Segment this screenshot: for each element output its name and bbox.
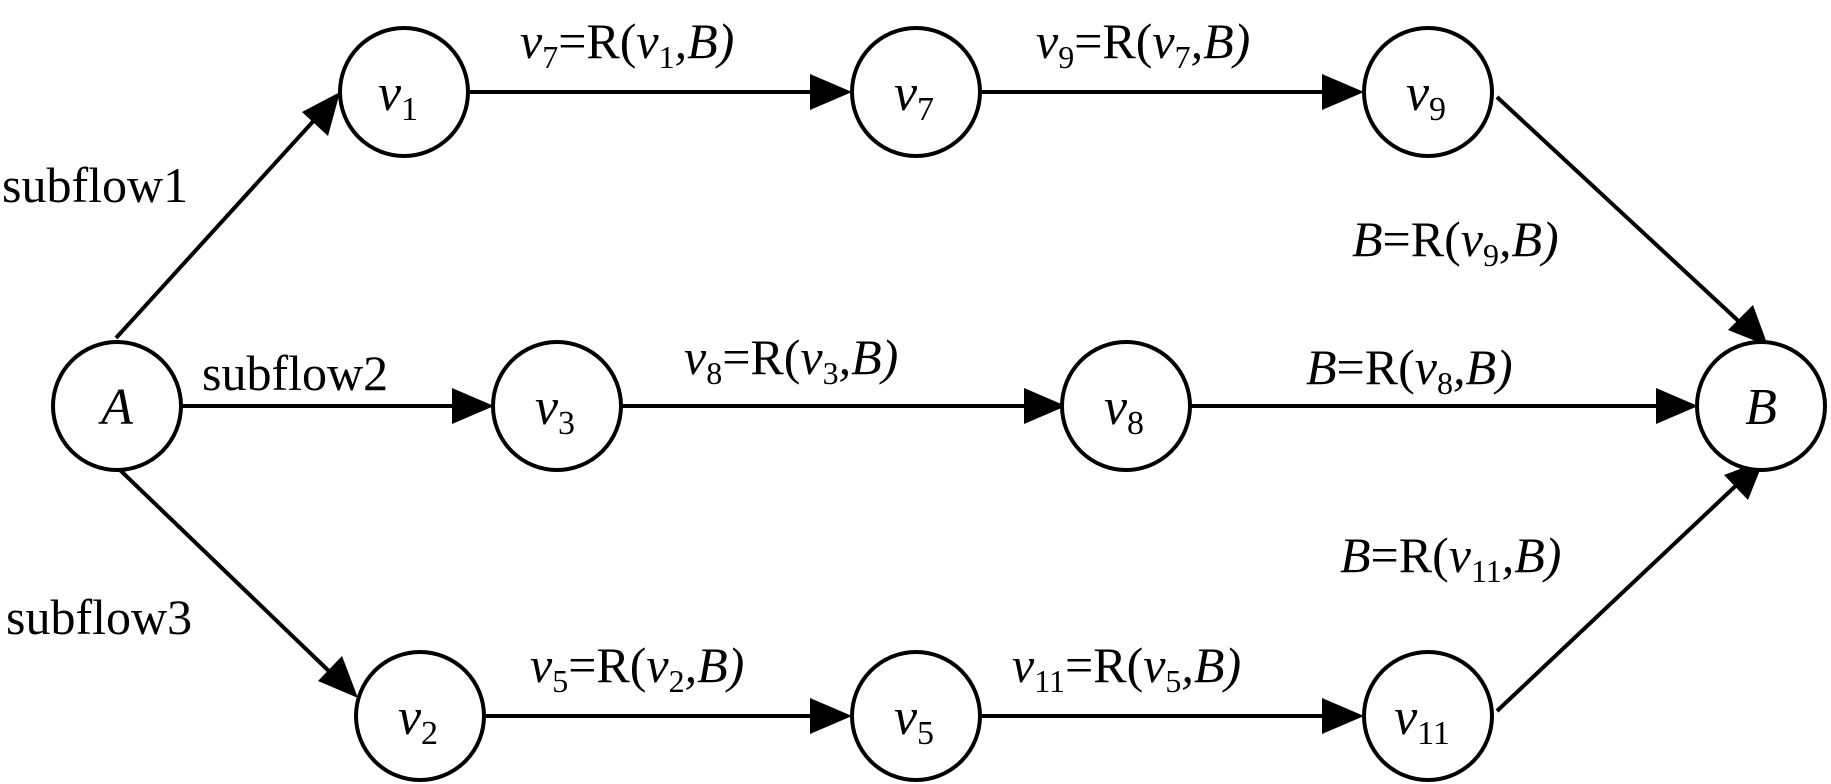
subflow1-label: subflow1 [2,157,188,213]
edge-label-v8-B: B=R(v8,B) [1306,339,1513,401]
arrowhead-A-v2 [318,656,358,698]
edge-label-v7-v9: v9=R(v7,B) [1036,13,1250,75]
edge-A-v2 [118,468,336,678]
edges [114,90,1748,718]
arrowhead-v9-B [1728,305,1768,346]
edge-label-v1-v7: v7=R(v1,B) [520,13,734,75]
node-v9-label: v9 [1406,65,1446,128]
node-v8: v8 [1060,340,1192,472]
node-A: A [51,340,183,472]
edge-label-v2-v5: v5=R(v2,B) [530,637,744,699]
nodes: A v1 v7 v9 v3 v8 B v2 [51,26,1827,782]
edge-label-v3-v8: v8=R(v3,B) [684,329,898,391]
subflow2-label: subflow2 [202,345,388,401]
node-v7-label: v7 [894,65,934,128]
node-v2: v2 [354,650,486,782]
arrowhead-A-v3 [452,388,494,424]
node-v2-label: v2 [398,689,438,752]
node-v11: v11 [1362,650,1494,782]
edge-labels: v7=R(v1,B) v9=R(v7,B) B=R(v9,B) v8=R(v3,… [520,13,1561,699]
arrowhead-v2-v5 [810,698,852,734]
arrowhead-v7-v9 [1322,74,1364,110]
node-v11-label: v11 [1394,689,1450,752]
arrowhead-A-v1 [302,92,340,136]
subflow3-label: subflow3 [6,589,192,645]
node-v8-label: v8 [1104,379,1144,442]
node-v3: v3 [491,340,623,472]
edge-label-v11-B: B=R(v11,B) [1340,527,1561,589]
node-v9: v9 [1362,26,1494,158]
node-A-label: A [98,379,133,436]
node-v7: v7 [850,26,982,158]
subflow-labels: subflow1 subflow2 subflow3 [2,157,388,645]
node-v5-label: v5 [894,689,934,752]
node-v1-label: v1 [378,65,418,128]
edge-v9-B [1495,95,1748,330]
node-v3-label: v3 [535,379,575,442]
edge-label-v5-v11: v11=R(v5,B) [1012,637,1241,699]
node-v5: v5 [850,650,982,782]
edge-v11-B [1495,476,1746,713]
arrowhead-v8-B [1656,388,1698,424]
arrowheads [302,74,1768,734]
arrowhead-v3-v8 [1024,388,1066,424]
node-B-label: B [1745,379,1777,436]
arrowhead-v1-v7 [810,74,852,110]
node-B: B [1695,340,1827,472]
node-v1: v1 [338,26,470,158]
arrowhead-v5-v11 [1322,698,1364,734]
edge-label-v9-B: B=R(v9,B) [1352,211,1559,273]
edge-A-v1 [114,114,320,340]
